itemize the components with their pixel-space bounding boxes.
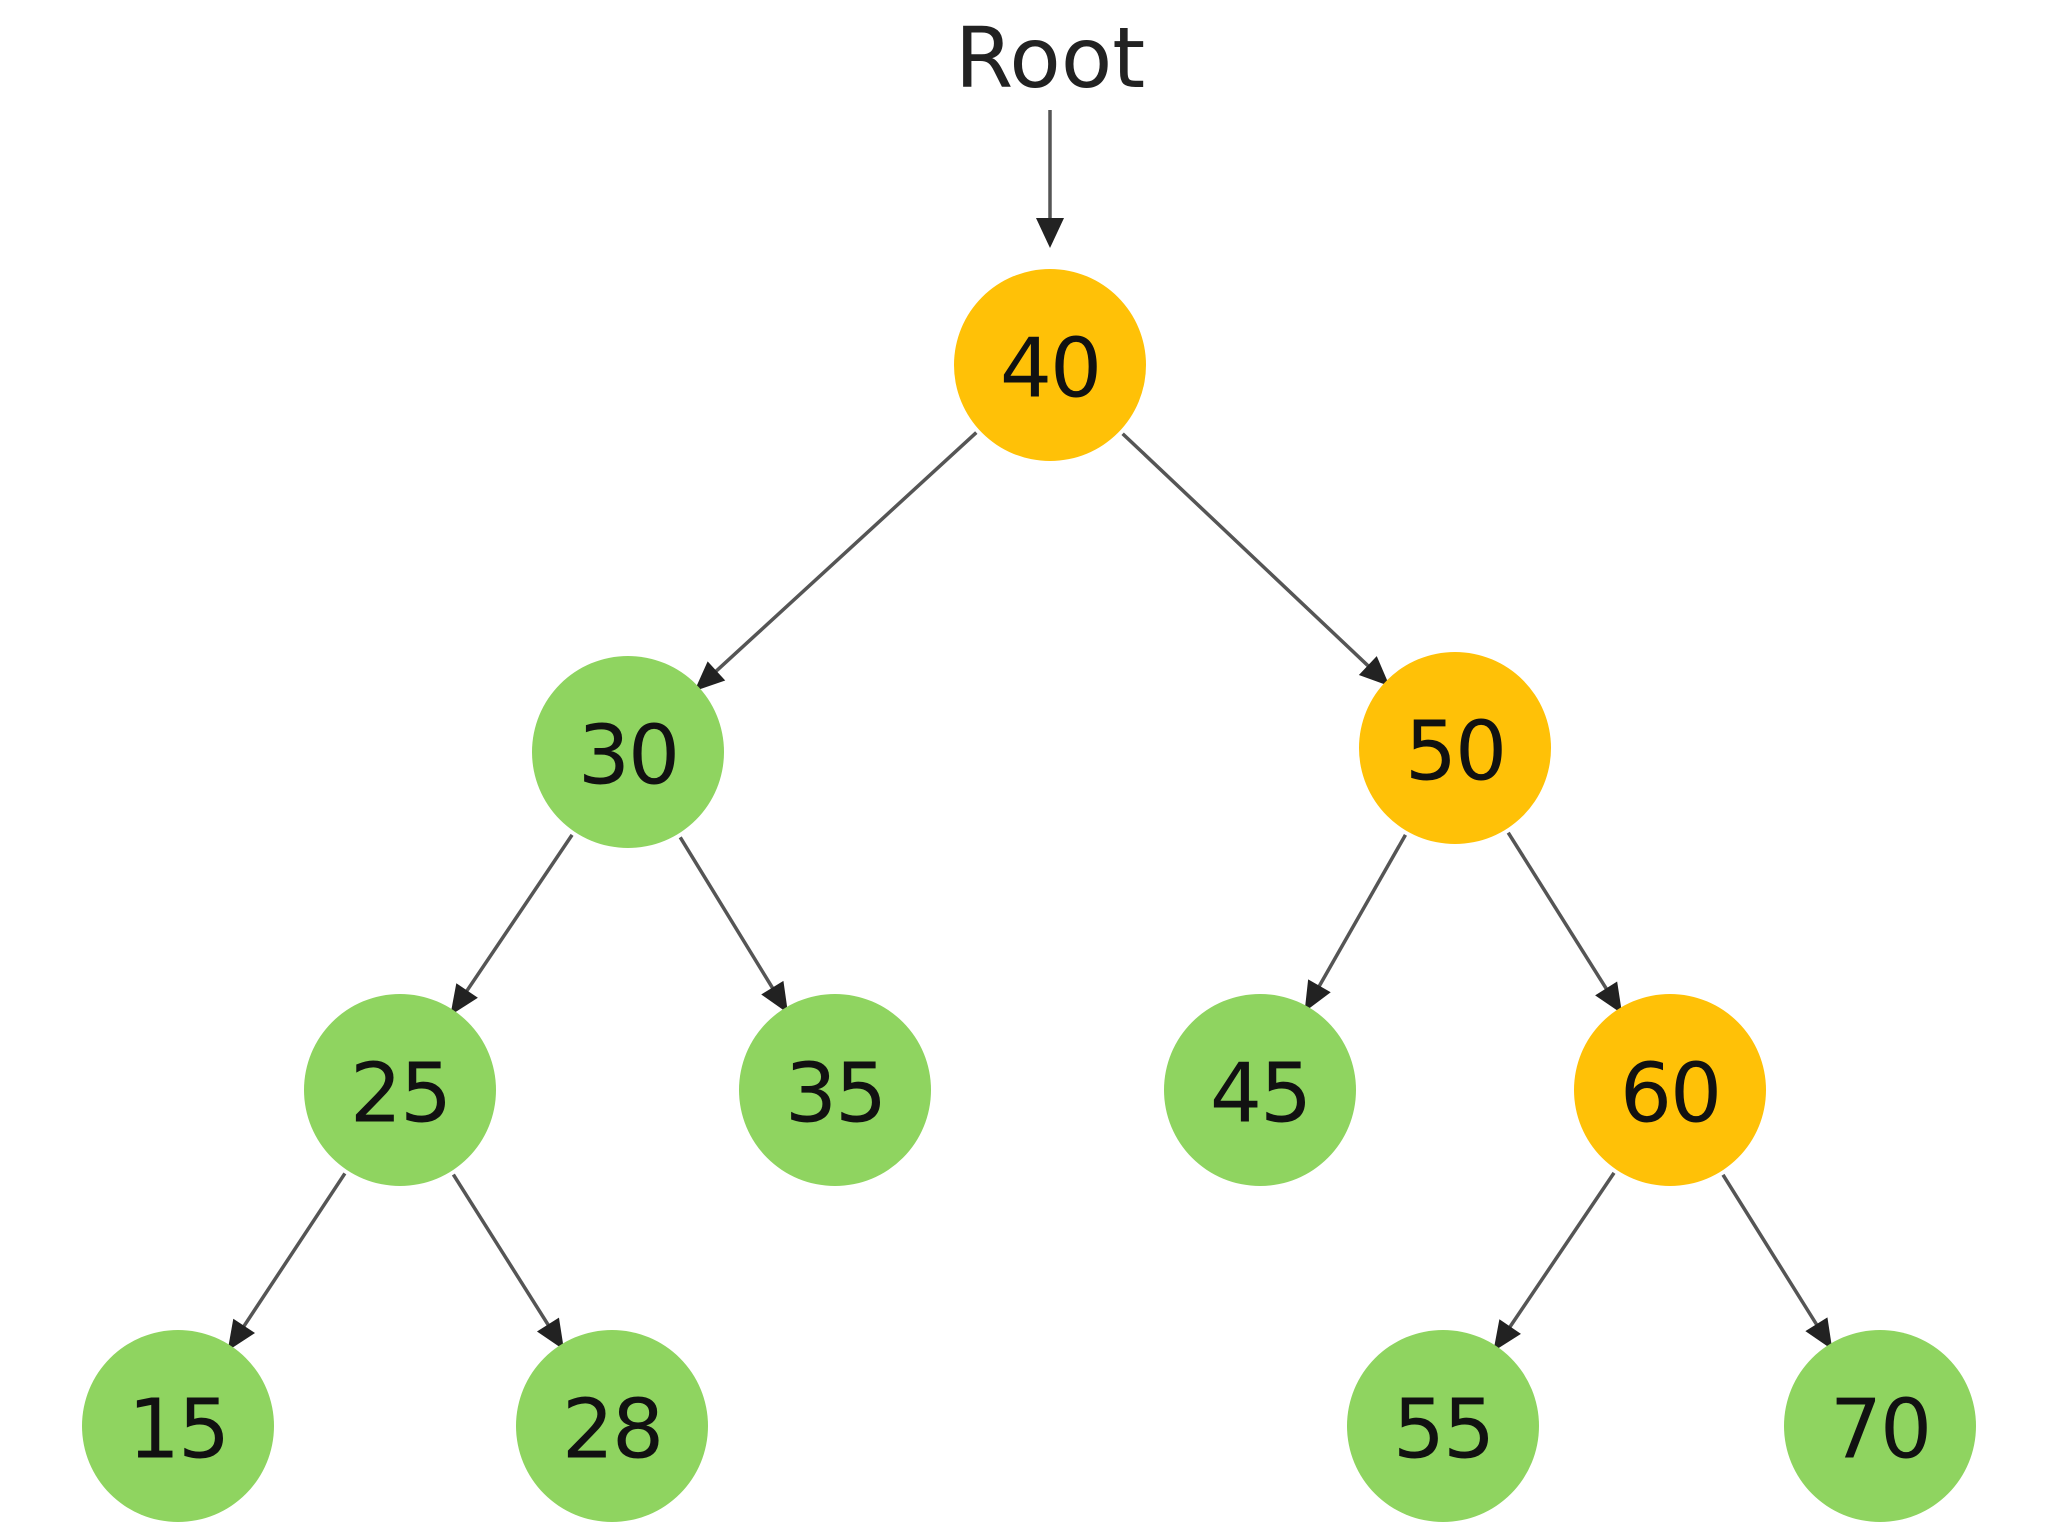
- node-value: 25: [350, 1047, 450, 1142]
- nodes-layer: 40 30 50 25 35 45 60 15 28 55 70: [82, 269, 1976, 1522]
- node-value: 40: [1000, 322, 1100, 417]
- arrowhead-icon: [1358, 656, 1390, 687]
- tree-node-30: 30: [532, 656, 724, 848]
- node-circle: [82, 1330, 274, 1522]
- arrowhead-icon: [1595, 981, 1623, 1014]
- edge-40-50: [1121, 432, 1390, 687]
- edge-line: [1121, 432, 1372, 670]
- edges-layer: [227, 431, 1833, 1352]
- edge-25-15: [227, 1172, 347, 1351]
- edge-25-28: [451, 1173, 564, 1350]
- node-circle: [1164, 994, 1356, 1186]
- node-circle: [532, 656, 724, 848]
- tree-node-35: 35: [739, 994, 931, 1186]
- tree-node-15: 15: [82, 1330, 274, 1522]
- edge-30-25: [450, 833, 574, 1016]
- arrowhead-icon: [227, 1318, 255, 1351]
- node-value: 55: [1393, 1383, 1493, 1478]
- tree-node-40: 40: [954, 269, 1146, 461]
- edge-line: [1506, 831, 1610, 993]
- arrowhead-icon: [694, 661, 726, 692]
- arrowhead-icon: [536, 1317, 564, 1350]
- arrowhead-icon: [761, 980, 788, 1014]
- node-value: 35: [785, 1047, 885, 1142]
- node-circle: [304, 994, 496, 1186]
- tree-node-70: 70: [1784, 1330, 1976, 1522]
- root-label: Root: [955, 9, 1145, 107]
- edge-line: [240, 1172, 347, 1331]
- edge-50-45: [1304, 834, 1407, 1012]
- arrowhead-icon: [1493, 1319, 1521, 1352]
- node-value: 45: [1210, 1047, 1310, 1142]
- edge-line: [712, 431, 978, 675]
- edge-30-35: [678, 836, 788, 1014]
- edge-line: [463, 833, 574, 995]
- node-value: 50: [1405, 705, 1505, 800]
- edge-line: [1721, 1173, 1821, 1329]
- arrowhead-icon: [450, 983, 478, 1016]
- node-value: 30: [578, 709, 678, 804]
- tree-node-28: 28: [516, 1330, 708, 1522]
- node-circle: [954, 269, 1146, 461]
- edge-60-70: [1721, 1173, 1833, 1350]
- node-value: 60: [1620, 1047, 1720, 1142]
- node-value: 15: [128, 1383, 228, 1478]
- node-value: 70: [1830, 1383, 1930, 1478]
- node-circle: [1359, 652, 1551, 844]
- edge-line: [451, 1173, 552, 1329]
- node-circle: [516, 1330, 708, 1522]
- arrowhead-icon: [1304, 979, 1331, 1012]
- tree-node-55: 55: [1347, 1330, 1539, 1522]
- edge-line: [1315, 834, 1407, 991]
- edge-40-30: [694, 431, 978, 692]
- arrowhead-icon: [1805, 1317, 1833, 1350]
- node-circle: [1574, 994, 1766, 1186]
- edge-60-55: [1493, 1171, 1616, 1352]
- tree-node-45: 45: [1164, 994, 1356, 1186]
- edge-50-60: [1506, 831, 1623, 1014]
- root-pointer-arrow: [1036, 110, 1064, 248]
- node-circle: [1347, 1330, 1539, 1522]
- node-circle: [739, 994, 931, 1186]
- node-value: 28: [562, 1383, 662, 1478]
- tree-node-50: 50: [1359, 652, 1551, 844]
- edge-line: [1506, 1171, 1616, 1331]
- node-circle: [1784, 1330, 1976, 1522]
- tree-node-25: 25: [304, 994, 496, 1186]
- edge-line: [678, 836, 776, 992]
- tree-node-60: 60: [1574, 994, 1766, 1186]
